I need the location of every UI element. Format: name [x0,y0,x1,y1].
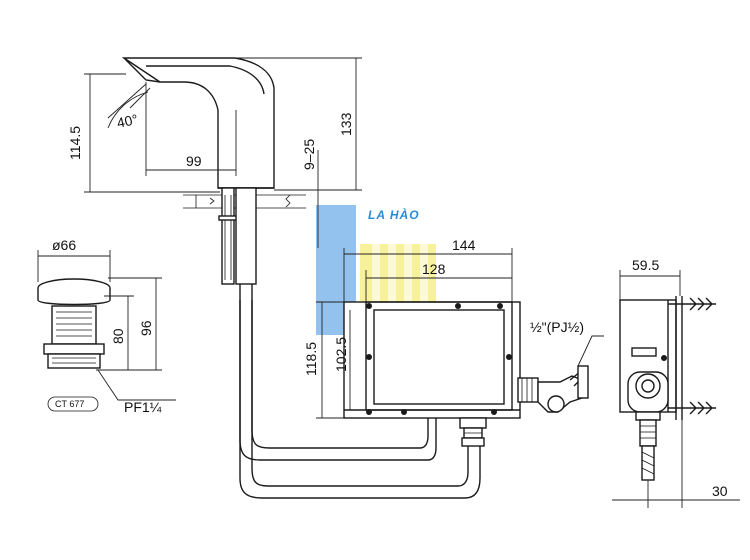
drain-model-label: CT 677 [55,399,84,409]
dim-angle: 40° [115,111,139,131]
drain-thread-label: PF1¼ [124,399,162,415]
dim-total-height: 133 [338,112,354,136]
dim-drain-80: 80 [110,328,126,344]
dim-box-inner-height: 102.5 [333,337,349,372]
dim-box-inner: 128 [422,261,446,277]
faucet-elevation: 114.5 40° 99 133 9–25 [67,57,481,499]
dim-side-depth: 59.5 [632,257,659,273]
dim-box-width: 144 [452,237,476,253]
dim-side-offset: 30 [712,483,728,499]
dim-spout-height: 114.5 [67,126,83,160]
dim-deck-thickness: 9–25 [301,139,317,170]
pop-up-drain: ø66 80 96 CT 677 PF1¼ [37,237,176,415]
side-view: 59.5 30 [612,257,740,508]
control-box: 144 128 118.5 102.5 ½"(PJ½) [303,237,604,447]
dim-drain-96: 96 [138,320,154,336]
dim-reach: 99 [186,153,202,169]
watermark-logo: LA HÀO [316,205,436,342]
dim-drain-diameter: ø66 [52,237,76,253]
dim-box-height: 118.5 [303,342,319,376]
connection-label: ½"(PJ½) [530,319,584,335]
watermark-text: LA HÀO [368,207,420,222]
